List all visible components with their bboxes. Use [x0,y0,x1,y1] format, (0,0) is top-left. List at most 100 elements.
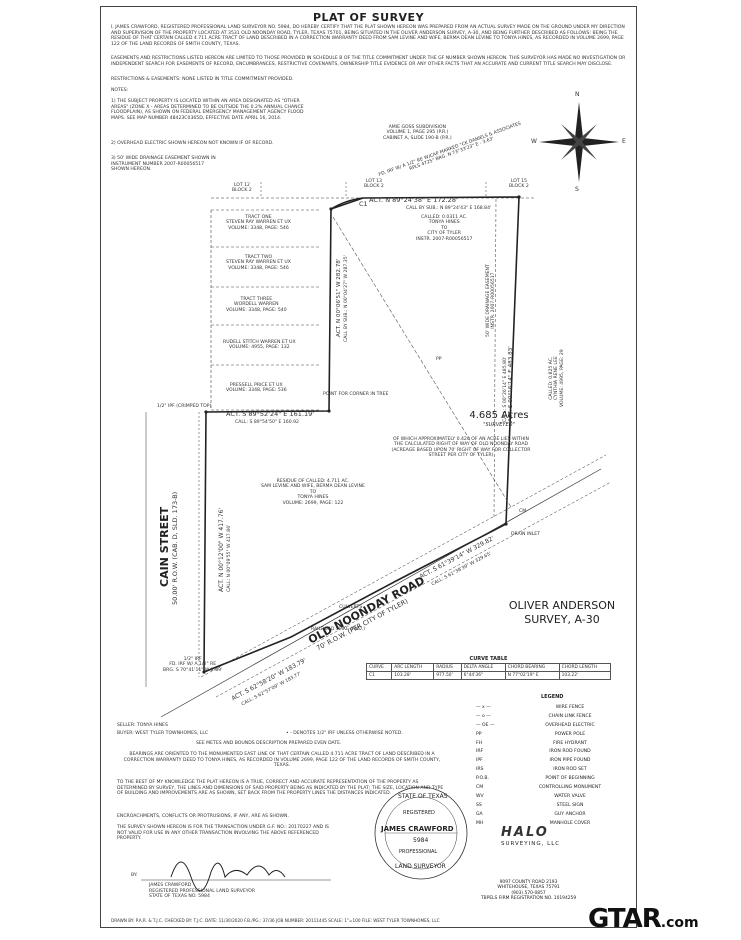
halo-logo: HALO [501,825,549,840]
bearing-middle-call: CALL: S 89°54'50" E 160.92 [235,420,299,425]
tract-pressell-label: PRESSELL PRICE ET UX VOLUME: 3348, PAGE:… [226,383,287,394]
legend-symbol: — o — [476,713,491,719]
list-item: IRS IRON ROD SET [476,766,626,775]
halo-subtitle: SURVEYING, LLC [501,841,561,847]
stamp-name: JAMES CRAWFORD [381,825,454,833]
legend-symbol: — OE — [476,722,495,728]
gtar-watermark: GTAR.com [588,904,699,934]
transaction-note: THE SURVEY SHOWN HEREON IS FOR THE TRANS… [117,825,329,842]
curve-header-cell: CURVE [365,663,393,672]
legend: — x — WIRE FENCE — o — CHAIN LINK FENCE — … [476,704,626,828]
noonday-road-label: OLD NOONDAY ROAD [306,573,427,647]
gtar-logo-text: GTAR [588,904,662,934]
bearing-left-inner: ACT. N 00°06'51" W 282.78' [336,258,342,337]
curve-table: CURVE ARC LENGTH RADIUS DELTA ANGLE CHOR… [365,663,612,680]
legend-label: OVERHEAD ELECTRIC [545,722,595,728]
cain-street-label: CAIN STREET [158,506,171,587]
list-item: CM CONTROLLING MONUMENT [476,784,626,793]
legend-symbol: P.O.B. [476,776,490,782]
row-note: OF WHICH APPROXIMATELY 0.420 OF AN ACRE … [391,437,531,459]
bearing-middle: ACT. S 89°52'24" E 161.19' [226,410,315,418]
bearing-top: ACT. N 89°24'38" E 172.28' [369,196,458,204]
legend-symbol: CM [476,785,484,791]
list-item: P.O.B. POINT OF BEGINNING [476,775,626,784]
list-item: PP POWER POLE [476,731,626,740]
stamp-number: 5984 [413,837,429,844]
curve-cell: 103.28' [391,671,435,680]
compass-south: S [575,186,579,193]
compass-north: N [575,91,580,98]
legend-label: CONTROLLING MONUMENT [538,785,602,791]
curve-cell: 103.22' [558,671,612,680]
curve-cell: C1 [365,671,393,680]
list-item: MH MANHOLE COVER [476,820,626,829]
legend-symbol: MH [476,820,484,826]
table-row: C1 103.28' 977.50' 6°44'36" N 77°02'19" … [365,671,612,680]
legend-label: CHAIN LINK FENCE [548,713,592,719]
legend-label: MANHOLE COVER [549,820,591,826]
legend-label: IRON ROD FOUND [549,749,591,755]
legend-label: POINT OF BEGINNING [545,776,595,782]
title-block-footer: DRAWN BY: P.A.R. & T.J.C. CHECKED BY: T.… [111,918,440,923]
legend-label: IRON PIPE FOUND [549,758,591,764]
curve-cell: 977.50' [433,671,462,680]
curve-table-header: CURVE ARC LENGTH RADIUS DELTA ANGLE CHOR… [365,663,612,672]
gtar-domain: .com [660,915,699,931]
plat-sheet: PLAT OF SURVEY I, JAMES CRAWFORD, REGIST… [100,6,637,928]
legend-label: WATER VALVE [554,793,586,799]
stamp-bottom: LAND SURVEYOR [395,863,446,870]
note-flood: 1) THE SUBJECT PROPERTY IS LOCATED WITHI… [111,99,304,121]
acreage: 4.685 Acres [469,410,529,421]
cain-street-sub: 50.00' R.O.W. (CAB. D, SLD. 173-B) [171,491,179,605]
cm-label: CM [519,509,527,514]
easements-paragraph: EASEMENTS AND RESTRICTIONS LISTED HEREON… [111,56,626,67]
called-east-label: CALLED: 0.825 AC. CYNTHIA RENE LEE VOLUM… [549,349,565,407]
list-item: — OE — OVERHEAD ELECTRIC [476,722,626,731]
curve-header-cell: DELTA ANGLE [460,663,506,672]
legend-label: WIRE FENCE [555,705,585,710]
oliver-anderson-label: OLIVER ANDERSON SURVEY, A-30 [508,599,616,626]
crimped-label: 1/2" IPF (CRIMPED TOP) [157,404,212,409]
legend-symbol: IRS [476,767,484,773]
halo-address: 9097 COUNTY ROAD 2193 WHITEHOUSE, TEXAS … [481,880,577,902]
point-corner-label: POINT FOR CORNER IN TREE [323,392,389,397]
note-electric: 2) OVERHEAD ELECTRIC SHOWN HEREON NOT KN… [111,141,274,146]
legend-label: IRON ROD SET [553,767,587,773]
curve-c1-label: C1 [359,200,368,208]
subdivision-label: AMIE GOSS SUBDIVISION VOLUME 1, PAGE 295… [383,125,452,141]
stamp-professional: PROFESSIONAL [399,849,438,855]
bearing-top-call: CALL BY SUB.: N 89°24'43" E 168.84' [406,206,492,211]
curve-header-cell: CHORD LENGTH [558,663,612,672]
note-drainage: 3) 50' WIDE DRAINAGE EASEMENT SHOWN IN I… [111,156,216,173]
legend-symbol: PP [476,731,482,737]
see-metes-note: SEE METES AND BOUNDS DESCRIPTION PREPARE… [196,741,342,746]
pp-label: PP [436,357,442,362]
restrictions-line: RESTRICTIONS & EASEMENTS: NONE LISTED IN… [111,77,294,82]
knowledge-note: TO THE BEST OF MY KNOWLEDGE THE PLAT HER… [117,780,444,797]
compass-east: E [622,138,626,145]
bearing-west: ACT. N 00°12'00" W 417.76' [218,507,225,592]
drain-inlet-label: DRAIN INLET [511,532,540,537]
stamp-registered: REGISTERED [403,810,435,816]
curve-table-title: CURVE TABLE [469,656,508,662]
list-item: — x — WIRE FENCE [476,704,626,713]
tract-rudell-label: RUDELL STITCH WARREN ET UX VOLUME: 4955,… [223,340,296,351]
bearing-left-inner-call: CALL BY SUB.: N 00°04'27" W 287.35' [344,255,349,342]
legend-label: POWER POLE [554,731,586,737]
fd-irf-label: 1/2" IRF FD. IRF W/ A 1/2" RE BRG. S 70°… [163,657,223,673]
culverts-label: CULVERTS [339,605,363,610]
drainage-label: 50' WIDE DRAINAGE EASEMENT INSTR. 2007-R… [486,264,497,337]
legend-symbol: — x — [476,705,491,710]
compass-west: W [531,138,537,145]
legend-label: FIRE HYDRANT [553,740,587,746]
legend-title: LEGEND [541,694,564,700]
called-tonya-label: CALLED: 0.0311 AC. TONYA HINES TO CITY O… [416,215,473,242]
legend-symbol: GA [476,811,483,817]
legend-symbol: WV [476,793,484,799]
curve-cell: N 77°02'19" E [504,671,560,680]
lot-13-label: LOT 13 BLOCK 2 [364,179,384,190]
